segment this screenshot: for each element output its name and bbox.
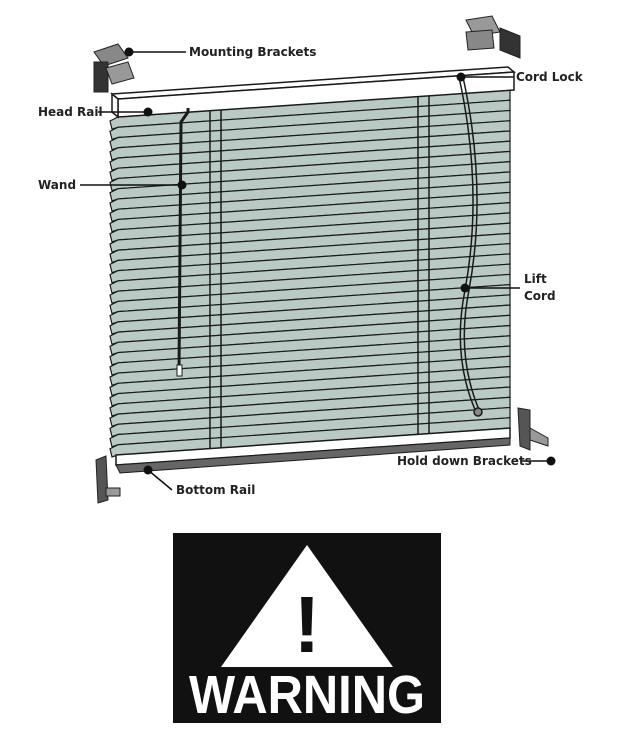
hold-down-bracket-left: [95, 455, 121, 504]
head-rail: [110, 66, 516, 119]
hold-down-bracket-right: [517, 407, 549, 451]
callout-bottom-rail: Bottom Rail: [143, 465, 255, 497]
callout-hold-down-brackets: Hold down Brackets: [397, 454, 556, 468]
callout-cord-lock: Cord Lock: [456, 70, 584, 84]
svg-text:WARNING: WARNING: [189, 665, 425, 725]
svg-text:Hold down Brackets: Hold down Brackets: [397, 454, 532, 468]
warning-triangle-icon: [221, 545, 393, 667]
slats: [109, 89, 511, 458]
svg-text:Cord: Cord: [524, 289, 556, 303]
svg-text:!: !: [294, 580, 321, 669]
svg-text:Lift: Lift: [524, 272, 547, 286]
svg-text:Wand: Wand: [38, 178, 76, 192]
svg-text:Mounting Brackets: Mounting Brackets: [189, 45, 316, 59]
callout-lift-cord: Lift Cord: [460, 272, 556, 303]
callout-mounting-brackets: Mounting Brackets: [124, 45, 316, 59]
svg-text:Cord Lock: Cord Lock: [516, 70, 584, 84]
callout-head-rail: Head Rail: [38, 105, 153, 119]
lift-cord: [458, 76, 483, 417]
svg-text:Bottom Rail: Bottom Rail: [176, 483, 255, 497]
mounting-bracket-right: [465, 15, 521, 59]
svg-text:Head Rail: Head Rail: [38, 105, 103, 119]
wand: [176, 108, 190, 377]
mounting-bracket-left: [93, 43, 135, 93]
callout-wand: Wand: [38, 178, 187, 192]
warning-sign: ! WARNING: [173, 533, 441, 725]
ladder-strings: [209, 96, 430, 453]
bottom-rail: [115, 427, 511, 474]
